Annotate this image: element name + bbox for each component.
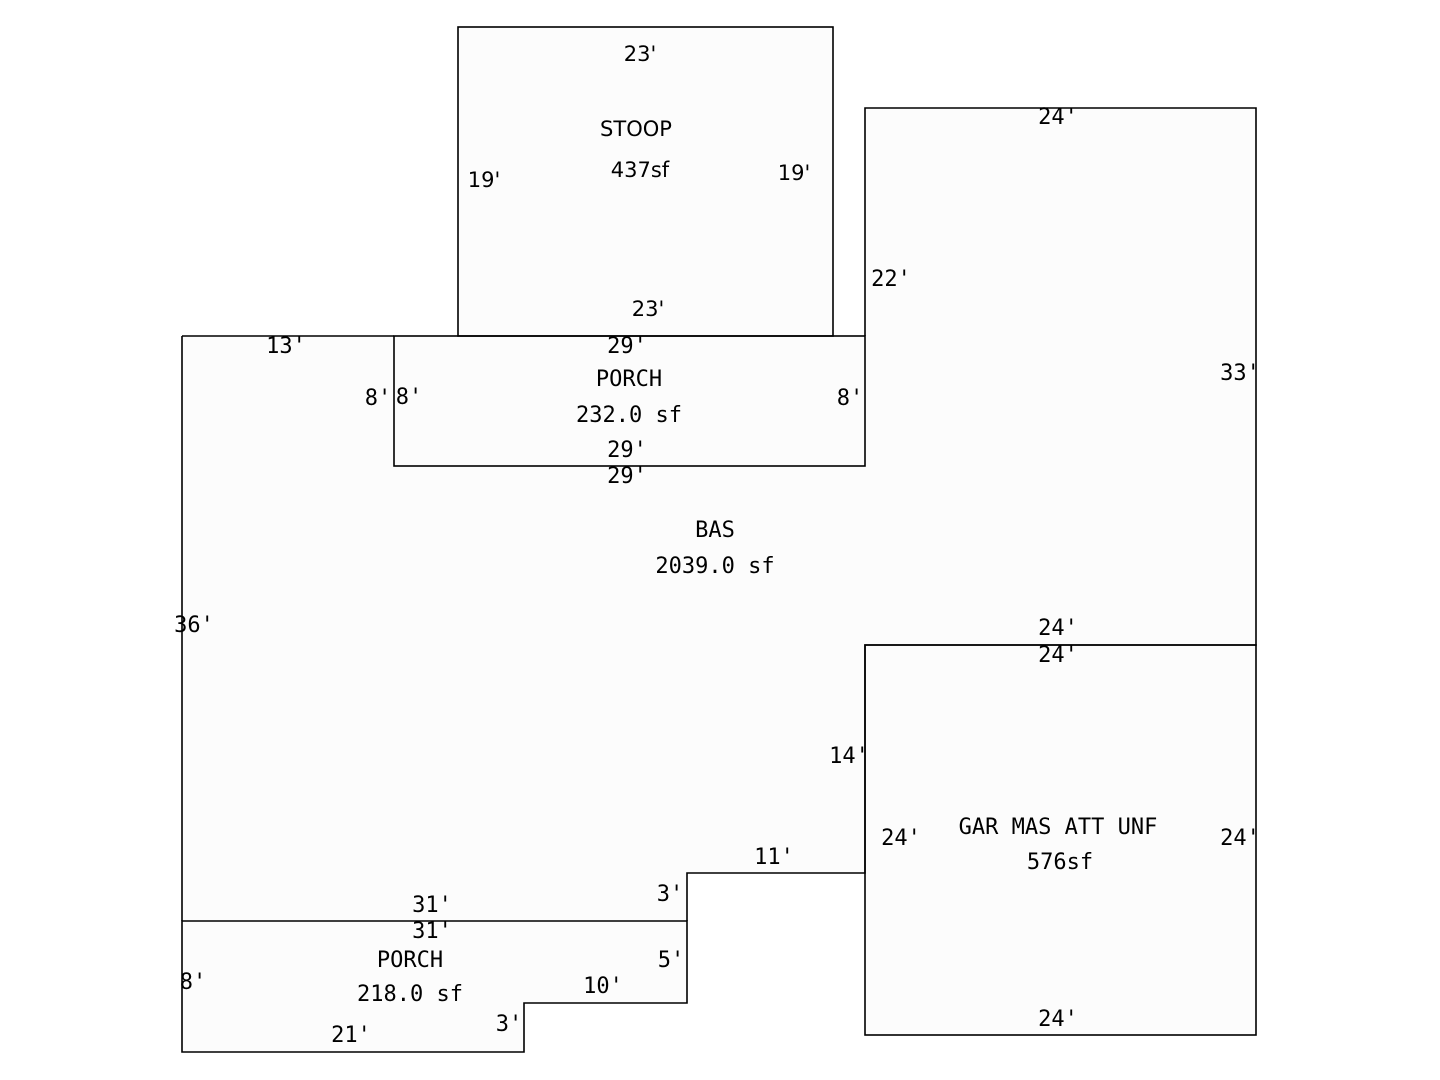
stoop-right-dimension: 19' [778,161,811,185]
bas-top-left-dimension: 13' [266,334,306,359]
rear-porch-step-top-dimension: 10' [583,974,623,999]
front-porch-left-dimension: 8' [396,385,423,410]
bas-top-right-dimension: 24' [1038,105,1078,130]
rear-porch-step-up-dimension: 3' [496,1012,523,1037]
front-porch-outline [393,335,866,467]
front-porch-right-dimension: 8' [837,386,864,411]
rear-porch-name-label: PORCH [377,948,443,973]
front-porch-top-dimension: 29' [607,334,647,359]
stoop-top-dimension: 23' [624,42,657,66]
rear-porch-left-dimension: 8' [180,970,207,995]
bas-bottom-dimension: 31' [412,893,452,918]
bas-right-outer-dimension: 33' [1220,361,1260,386]
bas-garage-top-dimension: 24' [1038,616,1078,641]
rear-porch-area-label: 218.0 sf [357,982,463,1007]
front-porch-bottom-dimension: 29' [607,438,647,463]
garage-bottom-dimension: 24' [1038,1007,1078,1032]
garage-outline [864,644,1257,1036]
front-porch-area-label: 232.0 sf [576,403,682,428]
rear-porch-top-dimension: 31' [412,919,452,944]
rear-porch-right-dimension: 5' [658,948,685,973]
bas-porch-bottom-dimension: 29' [607,464,647,489]
front-porch-name-label: PORCH [596,367,662,392]
stoop-bottom-dimension: 23' [632,297,665,321]
bas-area-fill [182,27,1256,1052]
bas-name-label: BAS [695,518,735,543]
garage-area-fill [865,645,1256,1035]
garage-area-label: 576sf [1027,850,1093,875]
bas-right-inner-dimension: 22' [871,267,911,292]
bas-porch-left-dimension: 8' [365,386,392,411]
garage-right-dimension: 24' [1220,826,1260,851]
bas-left-dimension: 36' [174,613,214,638]
bas-garage-left-dimension: 14' [829,744,869,769]
bas-area-label: 2039.0 sf [655,554,774,579]
rear-porch-bottom-dimension: 21' [331,1023,371,1048]
rear-porch-outline [181,920,688,1053]
stoop-left-dimension: 19' [468,168,501,192]
garage-top-dimension: 24' [1038,643,1078,668]
bas-step-right-dimension: 3' [657,882,684,907]
stoop-area-label: 437sf [611,158,670,182]
garage-left-dimension: 24' [881,826,921,851]
garage-name-label: GAR MAS ATT UNF [959,815,1158,840]
bas-step-top-dimension: 11' [754,845,794,870]
stoop-name-label: STOOP [600,117,672,141]
